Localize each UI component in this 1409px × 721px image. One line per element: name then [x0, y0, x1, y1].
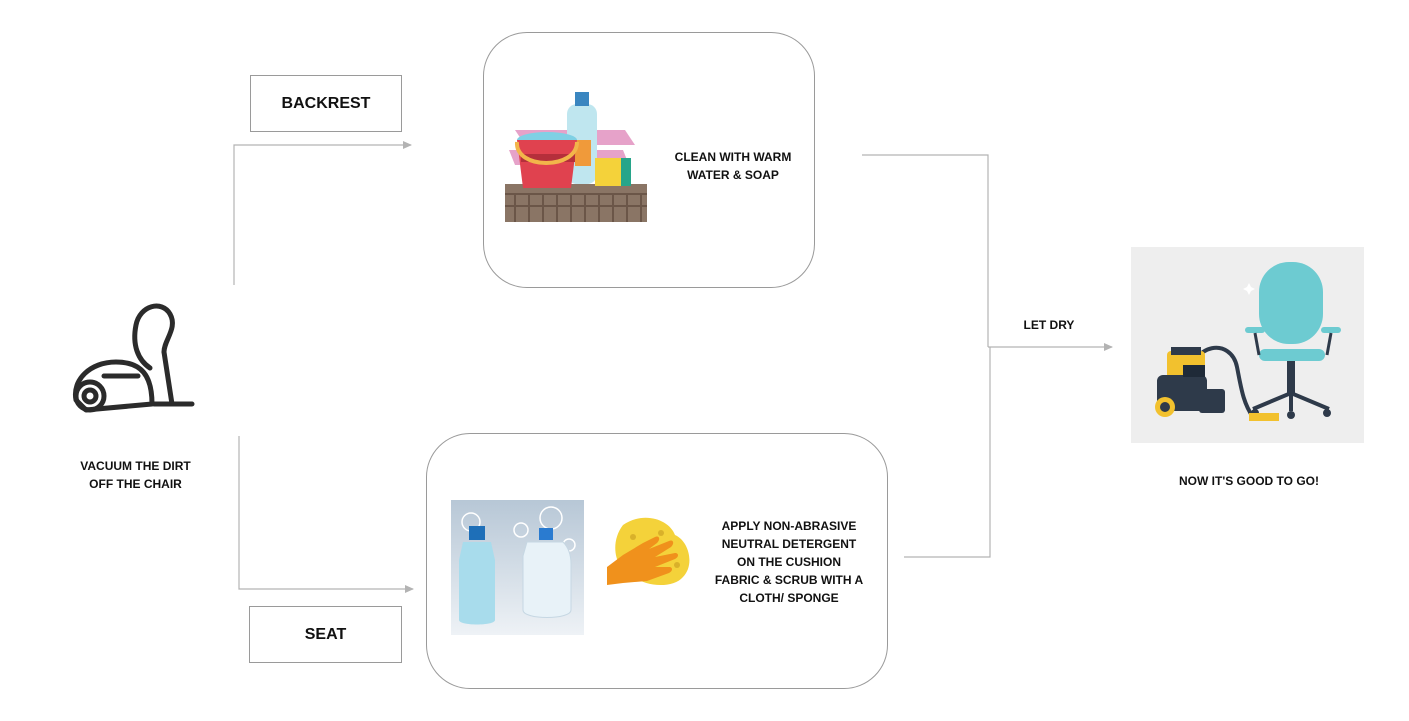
final-caption: NOW IT'S GOOD TO GO!	[1179, 474, 1319, 488]
seat-label-box: SEAT	[249, 606, 402, 663]
connector-to-backrest	[233, 141, 412, 285]
detergent-bottles-photo	[451, 500, 584, 635]
connector-backrest-merge	[862, 154, 989, 347]
vacuum-caption: VACUUM THE DIRT OFF THE CHAIR	[80, 459, 191, 491]
seat-caption: APPLY NON-ABRASIVE NEUTRAL DETERGENT ON …	[714, 519, 864, 605]
vacuum-cleaner-icon	[72, 303, 195, 413]
let-dry-label: LET DRY	[1023, 318, 1075, 332]
bucket-soap-sponge-illustration	[505, 92, 647, 222]
connector-seat-merge	[904, 347, 991, 558]
glove-sponge-illustration	[607, 517, 690, 586]
backrest-label: BACKREST	[281, 94, 371, 112]
seat-label: SEAT	[304, 625, 347, 643]
connector-to-seat	[238, 436, 414, 593]
clean-office-chair-vacuum-illustration	[1131, 247, 1364, 443]
backrest-label-box: BACKREST	[250, 75, 402, 132]
backrest-caption: CLEAN WITH WARM WATER & SOAP	[674, 150, 792, 182]
